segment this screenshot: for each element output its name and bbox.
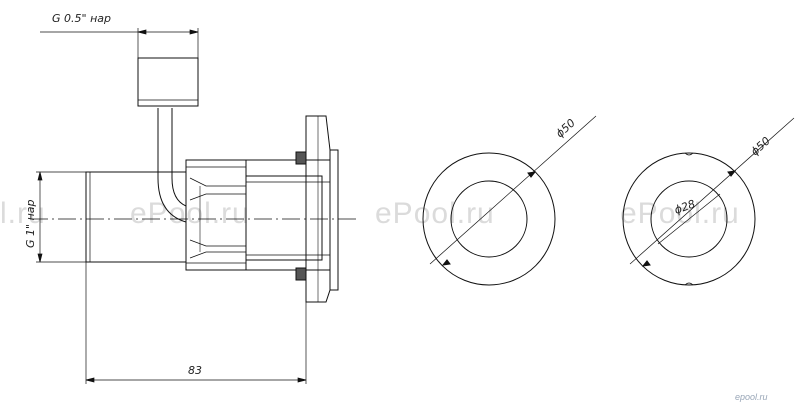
inner-ring	[650, 180, 728, 258]
outer-ring	[422, 152, 556, 286]
dim-arrows	[137, 29, 199, 35]
inner-diameter-leader	[657, 193, 721, 245]
thread-label-body: G 1" нар	[24, 199, 37, 248]
outer-diameter-label-2: ϕ50	[748, 134, 773, 158]
diameter-arrows	[641, 170, 737, 267]
tube-inner	[171, 108, 187, 207]
outer-ring	[622, 152, 756, 286]
diameter-arrows	[441, 171, 537, 266]
dim-arrows	[85, 377, 307, 383]
seal-lower	[295, 267, 307, 281]
connector-nut	[137, 57, 199, 107]
watermark-layer: l.ru ePool.ru ePool.ru ePool.ru	[0, 197, 740, 230]
tube-outer	[157, 108, 187, 223]
front-view-2	[622, 117, 795, 286]
sleeve-lines	[246, 181, 330, 256]
thread-label-small: G 0.5" нар	[52, 12, 111, 25]
dim-arrows	[37, 171, 43, 263]
housing-inner-lines	[186, 166, 246, 264]
lower-prong	[189, 239, 246, 259]
watermark-text-1: l.ru	[0, 197, 46, 230]
side-view	[30, 57, 360, 303]
watermark-text-4: ePool.ru	[620, 197, 740, 230]
seal-upper	[295, 151, 307, 165]
side-dimensions	[36, 28, 307, 384]
notches	[684, 152, 694, 286]
site-logo: epool.ru	[735, 392, 768, 402]
inner-ring	[450, 180, 528, 258]
outer-diameter-label-1: ϕ50	[553, 116, 578, 140]
upper-prong	[189, 177, 246, 201]
length-label: 83	[188, 364, 202, 377]
diameter-leader	[429, 115, 597, 265]
inner-sleeve	[245, 175, 323, 261]
front-view-1	[422, 115, 597, 286]
flange-plate	[329, 149, 339, 291]
watermark-text-2: ePool.ru	[130, 197, 250, 230]
diameter-leader	[629, 117, 795, 265]
watermark-text-3: ePool.ru	[375, 197, 495, 230]
